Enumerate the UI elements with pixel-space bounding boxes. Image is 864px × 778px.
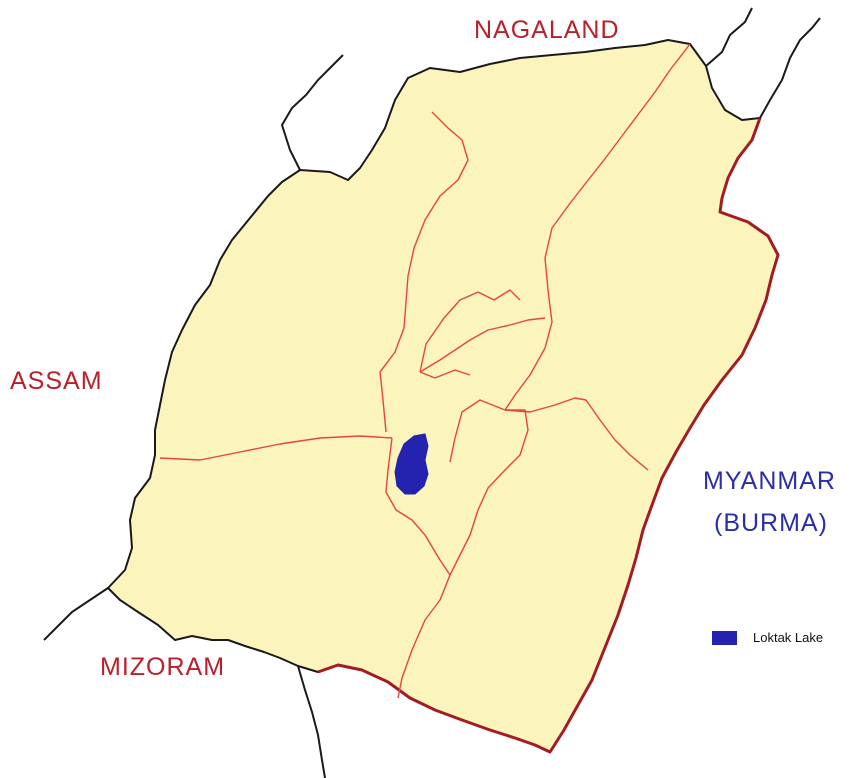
label-nagaland: NAGALAND [474, 16, 620, 44]
label-mizoram: MIZORAM [100, 653, 226, 681]
international-border-myanmar [317, 117, 780, 754]
myanmar-border-northeast-outer [759, 17, 821, 119]
label-myanmar: MYANMAR [703, 467, 836, 495]
nagaland-assam-border-outer [280, 54, 344, 171]
label-assam: ASSAM [10, 367, 103, 395]
label-burma: (BURMA) [714, 509, 828, 537]
district-boundaries [159, 43, 691, 699]
assam-mizoram-border-outer [43, 587, 109, 641]
legend-label-loktak: Loktak Lake [753, 630, 824, 645]
manipur-state-shape [107, 39, 779, 753]
nagaland-border-east-outer [705, 7, 753, 67]
map-legend: Loktak Lake [712, 630, 823, 645]
loktak-lake [394, 433, 429, 495]
legend-swatch-loktak [712, 630, 737, 645]
mizoram-border-south-outer [297, 665, 326, 778]
